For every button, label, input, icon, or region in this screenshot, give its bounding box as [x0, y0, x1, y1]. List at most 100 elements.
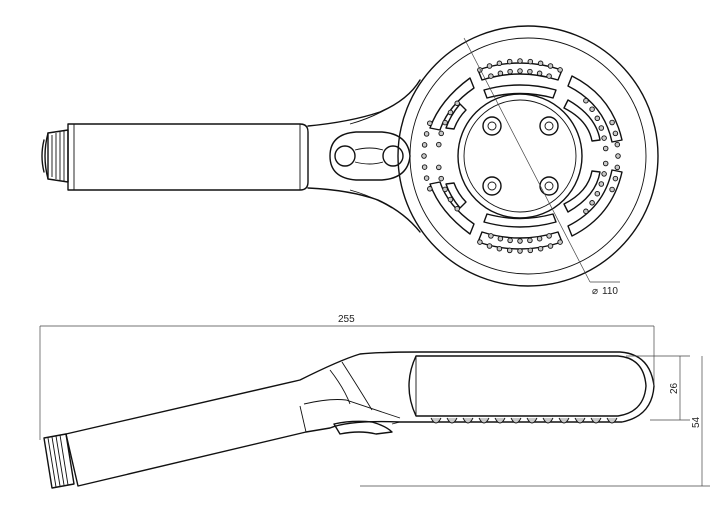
nozzle-side: [510, 417, 522, 424]
nozzle-dot: [486, 243, 493, 249]
nozzle-dot: [517, 58, 523, 64]
nozzle-dot: [537, 245, 544, 252]
nozzle-dot: [517, 238, 523, 244]
nozzle-dot: [507, 237, 513, 244]
nozzle-dot: [421, 153, 427, 159]
nozzle-dot: [527, 237, 533, 244]
nozzle-dot: [609, 119, 615, 126]
nozzle-side: [606, 417, 618, 424]
nozzle-dot: [602, 160, 609, 167]
neck-top: [307, 79, 421, 233]
nozzle-dot: [546, 233, 552, 239]
nozzle-dot: [477, 239, 483, 245]
nozzle-dot: [488, 233, 494, 239]
nozzle-dot: [598, 181, 605, 187]
nozzle-dot: [527, 58, 534, 65]
nozzle-arc-left: [429, 77, 475, 235]
nozzle-side: [430, 417, 442, 424]
nozzle-dot: [517, 68, 523, 74]
nozzle-dot: [612, 130, 619, 137]
nozzle-side: [574, 417, 586, 424]
nozzle-dot: [447, 196, 454, 203]
nozzle-side: [590, 417, 602, 424]
nozzle-dot: [447, 109, 454, 116]
nozzle-dot: [537, 60, 544, 67]
nozzle-dot: [507, 68, 513, 75]
nozzle-arc-right: [563, 75, 623, 237]
nozzle-dot: [423, 131, 430, 137]
nozzle-dot: [442, 119, 448, 126]
nozzle-side: [478, 417, 490, 424]
nozzle-dot: [497, 70, 504, 77]
nozzle-dot: [454, 100, 460, 107]
nozzle-dot: [594, 190, 601, 197]
nozzle-dot: [589, 106, 595, 112]
nozzle-dot: [589, 200, 595, 206]
spray-head-face: [397, 25, 659, 287]
length-value: 255: [338, 314, 355, 325]
nozzle-dot: [536, 70, 543, 77]
nozzle-dot: [614, 141, 621, 148]
nozzle-dot: [423, 175, 430, 181]
nozzle-dot: [517, 248, 523, 254]
nozzle-side: [494, 417, 506, 424]
nozzle-dot: [486, 63, 493, 69]
top-view: ⌀ 110: [41, 25, 659, 297]
total-height-value: 54: [691, 416, 702, 428]
nozzle-dot: [601, 171, 607, 177]
nozzle-side: [526, 417, 538, 424]
nozzle-dot: [488, 73, 494, 79]
nozzle-dot: [601, 135, 607, 141]
nozzle-dot: [427, 120, 433, 126]
nozzle-dot: [609, 186, 615, 193]
nozzle-dot: [602, 145, 609, 152]
nozzle-dot: [594, 115, 601, 122]
center-nozzles: [482, 116, 559, 196]
diameter-value: 110: [602, 286, 618, 297]
nozzle-side: [446, 417, 458, 424]
thread-connector-top: [41, 129, 69, 183]
nozzle-dot: [614, 164, 621, 171]
nozzle-dot: [547, 243, 554, 249]
body-side: [65, 351, 655, 487]
nozzle-dot: [421, 164, 428, 170]
nozzle-side: [558, 417, 570, 424]
nozzle-dot: [557, 67, 563, 73]
thread-connector-side: [43, 433, 75, 489]
nozzle-dot: [557, 239, 563, 245]
nozzle-dot: [598, 125, 605, 131]
nozzle-dot: [506, 58, 513, 65]
nozzle-side: [462, 417, 474, 424]
nozzle-dot: [527, 68, 533, 75]
nozzle-dot: [454, 205, 460, 212]
nozzle-dot: [506, 247, 513, 254]
face-height-value: 26: [669, 382, 680, 394]
diameter-symbol: ⌀: [592, 286, 598, 297]
nozzle-dot: [527, 247, 534, 254]
nozzle-dot: [546, 73, 552, 79]
nozzle-dot: [438, 175, 444, 182]
nozzle-dot: [427, 186, 433, 192]
nozzle-dot: [583, 97, 589, 104]
side-view: 255 26 54: [39, 314, 710, 489]
nozzle-dot: [438, 130, 444, 137]
nozzle-dot: [497, 235, 504, 242]
nozzle-dot: [442, 186, 448, 193]
nozzle-dots: [421, 58, 621, 254]
nozzle-dot: [536, 235, 543, 242]
height-dimensions: 26 54: [360, 355, 710, 487]
nozzle-dot: [615, 153, 621, 159]
nozzle-dot: [436, 141, 442, 148]
diameter-dimension: ⌀ 110: [463, 37, 620, 297]
nozzle-dot: [547, 63, 554, 69]
nozzle-dot: [583, 208, 589, 215]
handle-top: [67, 123, 309, 191]
nozzle-dot: [436, 164, 442, 171]
nozzle-row-side: [430, 417, 618, 424]
nozzle-dot: [421, 142, 428, 148]
nozzle-dot: [612, 175, 619, 182]
nozzle-dot: [496, 60, 503, 67]
nozzle-side: [542, 417, 554, 424]
nozzle-dot: [496, 245, 503, 252]
